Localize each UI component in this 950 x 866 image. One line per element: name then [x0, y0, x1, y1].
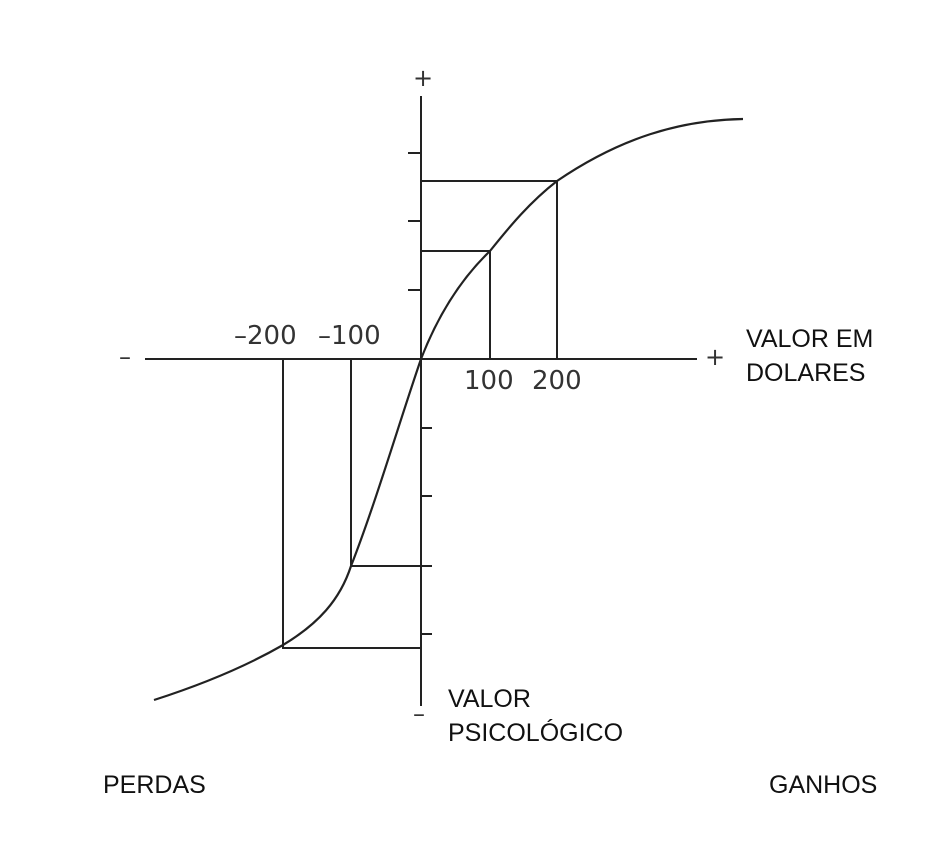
ref-box-m200 — [282, 359, 421, 649]
x-axis-title-line1: VALOR EM — [746, 325, 874, 353]
x-tick-label-m200: –200 — [234, 321, 297, 351]
x-axis-minus: – — [119, 343, 131, 371]
ref-box-p100 — [421, 250, 491, 359]
y-axis-title-line1: VALOR — [448, 685, 531, 713]
gains-label: GANHOS — [769, 771, 878, 799]
y-axis-minus: – — [413, 700, 425, 728]
x-axis-title: VALOR EM DOLARES — [746, 322, 873, 390]
x-axis-title-line2: DOLARES — [746, 359, 866, 387]
y-axis-plus: + — [413, 64, 434, 92]
x-tick-label-m100: –100 — [318, 321, 381, 351]
losses-label: PERDAS — [103, 771, 206, 799]
y-axis-title: VALOR PSICOLÓGICO — [448, 682, 623, 750]
y-ticks-positive — [408, 152, 421, 291]
x-tick-label-p100: 100 — [464, 366, 514, 396]
y-ticks-negative — [421, 427, 432, 635]
value-function-curve — [153, 117, 744, 702]
x-tick-label-p200: 200 — [532, 366, 582, 396]
x-axis-plus: + — [705, 343, 726, 371]
y-axis-title-line2: PSICOLÓGICO — [448, 719, 624, 747]
